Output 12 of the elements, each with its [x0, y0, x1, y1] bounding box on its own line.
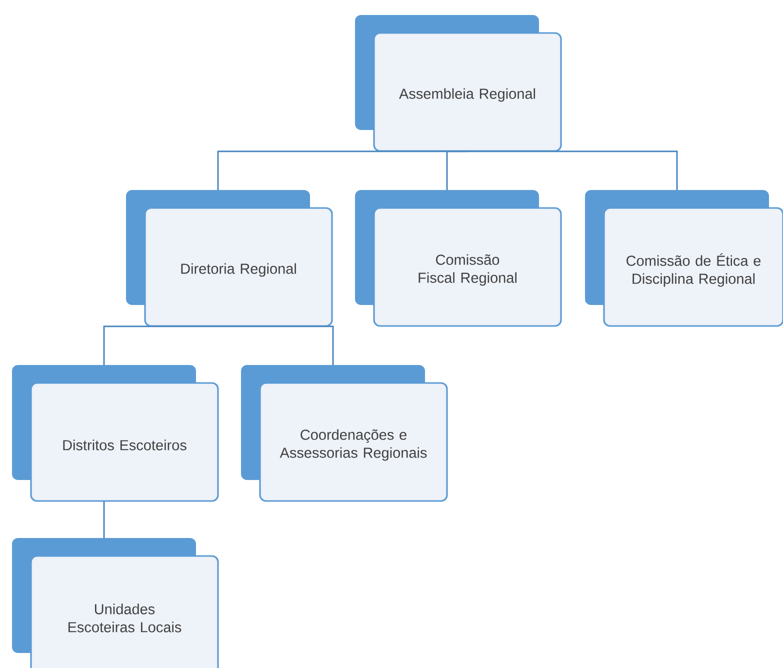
connector-line: [218, 326, 334, 365]
org-box: Unidades Escoteiras Locais: [12, 538, 219, 668]
org-box: Coordenações e Assessorias Regionais: [241, 365, 448, 502]
connector-line: [446, 150, 468, 190]
org-box: Comissão de Ética e Disciplina Regional: [585, 190, 783, 327]
connector-line: [103, 326, 218, 365]
org-box: Comissão Fiscal Regional: [355, 190, 562, 327]
connector-line: [103, 501, 105, 538]
org-box: Distritos Escoteiros: [12, 365, 219, 502]
org-box: Diretoria Regional: [126, 190, 333, 327]
org-box: Assembleia Regional: [355, 15, 562, 152]
connector-line: [468, 150, 678, 190]
